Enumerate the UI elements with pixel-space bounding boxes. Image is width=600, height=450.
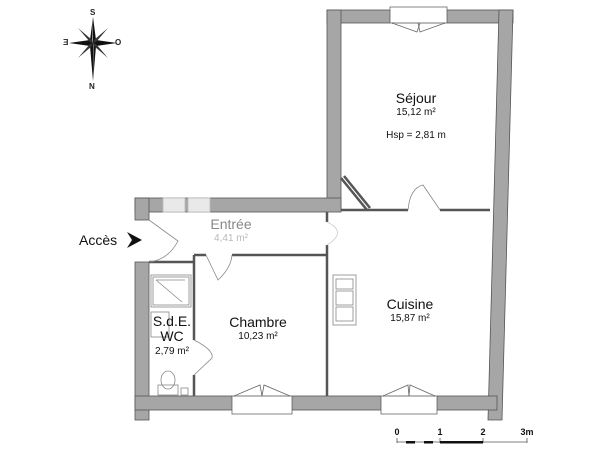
room-cuisine: Cuisine 15,87 m² [387,296,434,324]
compass-rose-icon [69,17,117,81]
interior-walls [149,175,490,396]
compass-north-label: N [89,82,95,91]
scale-tick-0: 0 [394,427,400,437]
room-area: 15,87 m² [390,313,430,324]
arrow-right-icon [127,232,142,248]
washbasin-icon [150,311,170,338]
fixtures [150,274,357,396]
compass-east-label: E [63,38,69,47]
room-name: Entrée [210,216,252,232]
windows [162,6,448,415]
walls [134,9,514,421]
room-name: Chambre [229,314,287,330]
access-label: Accès [79,232,118,248]
scale-bar [396,438,528,444]
scale-tick-1: 1 [437,427,443,437]
room-name-line2: WC [160,328,184,344]
room-name: Cuisine [386,296,434,312]
room-area: 10,23 m² [238,331,278,342]
room-sde-wc: S.d.E. WC 2,79 m² [153,314,191,359]
room-area: 4,41 m² [214,233,248,244]
room-area: 2,79 m² [155,346,189,357]
room-name-line1: S.d.E. [152,313,192,329]
room-chambre: Chambre 10,23 m² [229,314,287,342]
toilet-icon [157,384,179,396]
scale-tick-2: 2 [480,427,486,437]
room-sejour: Séjour 15,12 m² Hsp = 2,81 m [386,90,446,141]
ceiling-height-note: Hsp = 2,81 m [386,130,446,141]
room-entree: Entrée 4,41 m² [210,216,251,244]
door-swings [148,184,441,376]
compass-west-label: O [115,38,122,47]
scale-tick-3: 3m [520,427,534,437]
room-area: 15,12 m² [396,107,436,118]
shower-icon [150,274,192,308]
kitchen-sink-icon [332,274,357,326]
room-name: Séjour [395,90,437,106]
compass-south-label: S [90,8,96,17]
